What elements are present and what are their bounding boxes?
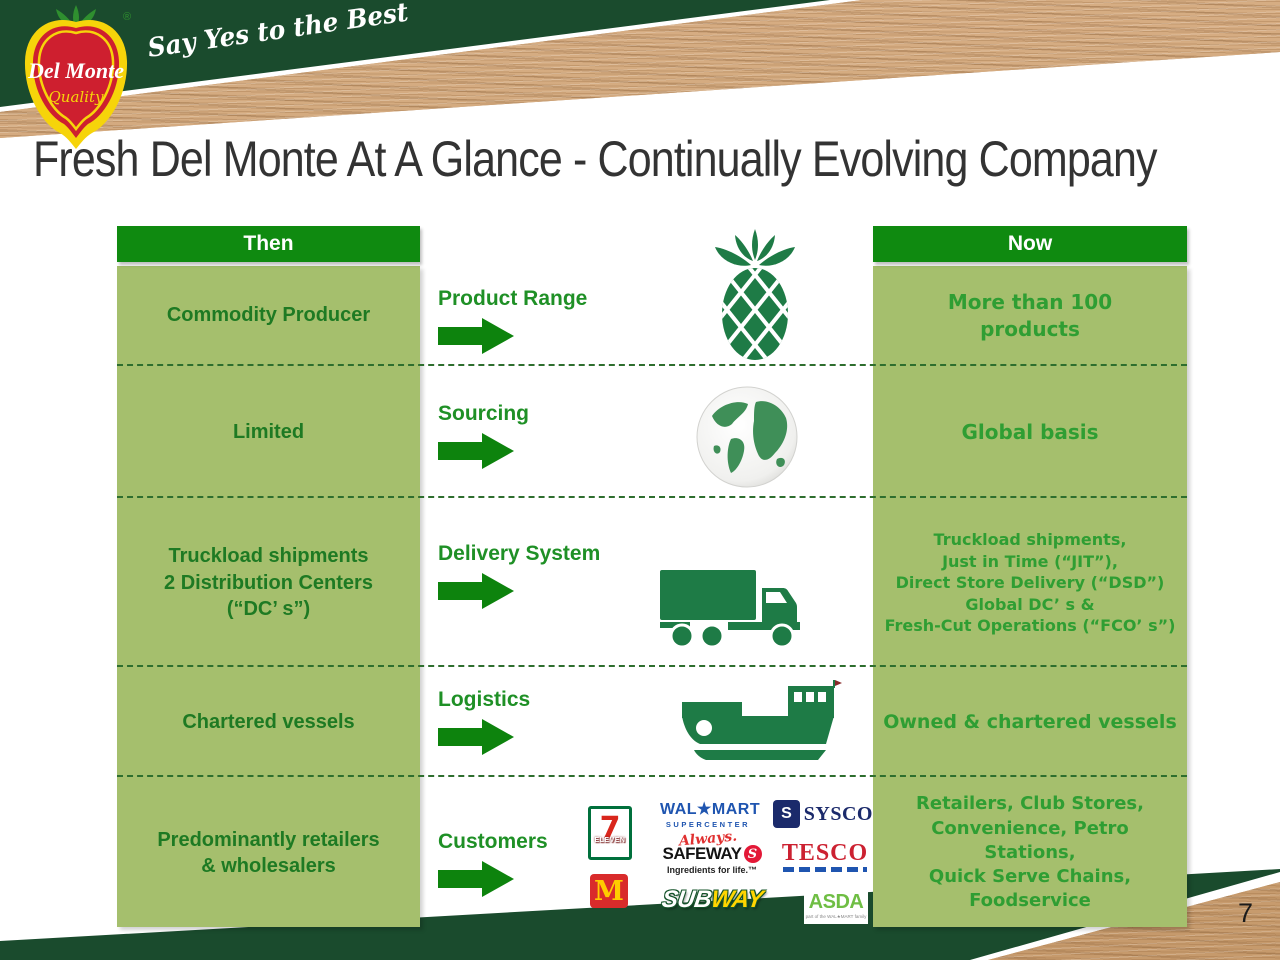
- now-column-header: Now: [873, 226, 1187, 262]
- tesco-wordmark: TESCO: [781, 840, 869, 866]
- registered-mark: ®: [123, 11, 131, 23]
- category-label: Delivery System: [438, 542, 601, 565]
- now-cell-sourcing: Global basis: [961, 420, 1099, 445]
- seven-eleven-7: 7: [599, 811, 621, 846]
- right-arrow-icon: [438, 861, 514, 897]
- del-monte-logo: Del Monte Quality ®: [24, 5, 131, 150]
- then-column-panel: [117, 266, 420, 927]
- sysco-logo: S SYSCO: [773, 800, 873, 828]
- row-separator-dashed: [117, 665, 1187, 667]
- right-arrow-icon: [438, 318, 514, 354]
- then-cell-logistics: Chartered vessels: [182, 711, 355, 734]
- now-column-panel: [873, 266, 1187, 927]
- mcdonalds-logo: M: [590, 874, 628, 908]
- logo-quality-script: Quality: [49, 88, 105, 106]
- subway-sub-text: SUB: [660, 886, 714, 913]
- page-title: Fresh Del Monte At A Glance - Continuall…: [33, 131, 1158, 187]
- asda-wordmark: ASDA: [808, 891, 864, 913]
- now-cell-delivery-system: Truckload shipments, Just in Time (“JIT”…: [884, 530, 1176, 636]
- walmart-wordmark: WAL★MART: [660, 801, 761, 818]
- then-cell-product-range: Commodity Producer: [166, 304, 371, 327]
- safeway-tagline: Ingredients for life.™: [666, 865, 757, 875]
- tesco-logo: TESCO: [781, 841, 869, 872]
- right-arrow-icon: [438, 573, 514, 609]
- seven-eleven-text: ELEVEN: [594, 837, 626, 844]
- seven-eleven-logo: 7 ELEVEN: [588, 806, 632, 860]
- category-label: Customers: [438, 830, 548, 853]
- customer-logos-cluster: 7 ELEVEN WAL★MART SUPERCENTER Always. S …: [582, 794, 874, 930]
- mcdonalds-arches-icon: M: [594, 875, 624, 907]
- asda-logo: ASDA part of the WAL★MART family: [804, 890, 868, 924]
- truck-icon: [660, 570, 800, 649]
- safeway-s-icon: S: [743, 845, 762, 863]
- safeway-wordmark: SAFEWAY: [662, 844, 742, 863]
- asda-subtext: part of the WAL★MART family: [805, 914, 867, 919]
- subway-logo: SUBWAY: [660, 886, 764, 914]
- then-cell-delivery-system: Truckload shipments 2 Distribution Cente…: [164, 545, 373, 621]
- logo-inner-ring: [37, 30, 115, 132]
- safeway-logo: SAFEWAY S Ingredients for life.™: [654, 844, 770, 875]
- now-cell-product-range: More than 100 products: [947, 290, 1113, 341]
- category-label: Sourcing: [438, 402, 530, 425]
- category-label: Product Range: [438, 287, 588, 310]
- then-column-header: Then: [117, 226, 420, 262]
- globe-icon: [696, 386, 798, 488]
- subway-way-text: WAY: [709, 886, 765, 913]
- then-cell-sourcing: Limited: [232, 421, 305, 444]
- category-delivery-system: Delivery System: [438, 542, 600, 614]
- category-sourcing: Sourcing: [438, 402, 529, 474]
- logo-apple-body: [32, 26, 120, 139]
- ship-icon: [682, 680, 842, 760]
- row-separator-dashed: [117, 364, 1187, 366]
- then-cell-customers: Predominantly retailers & wholesalers: [157, 828, 380, 877]
- right-arrow-icon: [438, 719, 514, 755]
- now-cell-logistics: Owned & chartered vessels: [883, 710, 1177, 733]
- walmart-supercenter-text: SUPERCENTER: [665, 820, 751, 829]
- category-customers: Customers: [438, 830, 548, 902]
- walmart-logo: WAL★MART SUPERCENTER Always.: [660, 799, 761, 850]
- now-cell-customers: Retailers, Club Stores, Convenience, Pet…: [916, 793, 1144, 912]
- sysco-wordmark: SYSCO: [803, 802, 873, 825]
- category-product-range: Product Range: [438, 287, 587, 359]
- sysco-cube-icon: S: [773, 800, 800, 828]
- pineapple-icon: [715, 229, 795, 360]
- page-number: 7: [1238, 898, 1254, 928]
- right-arrow-icon: [438, 433, 514, 469]
- logo-wordmark: Del Monte: [27, 58, 124, 83]
- category-label: Logistics: [438, 688, 531, 711]
- row-separator-dashed: [117, 496, 1187, 498]
- tesco-dashes-icon: [783, 867, 867, 872]
- row-separator-dashed: [117, 775, 1187, 777]
- category-logistics: Logistics: [438, 688, 530, 760]
